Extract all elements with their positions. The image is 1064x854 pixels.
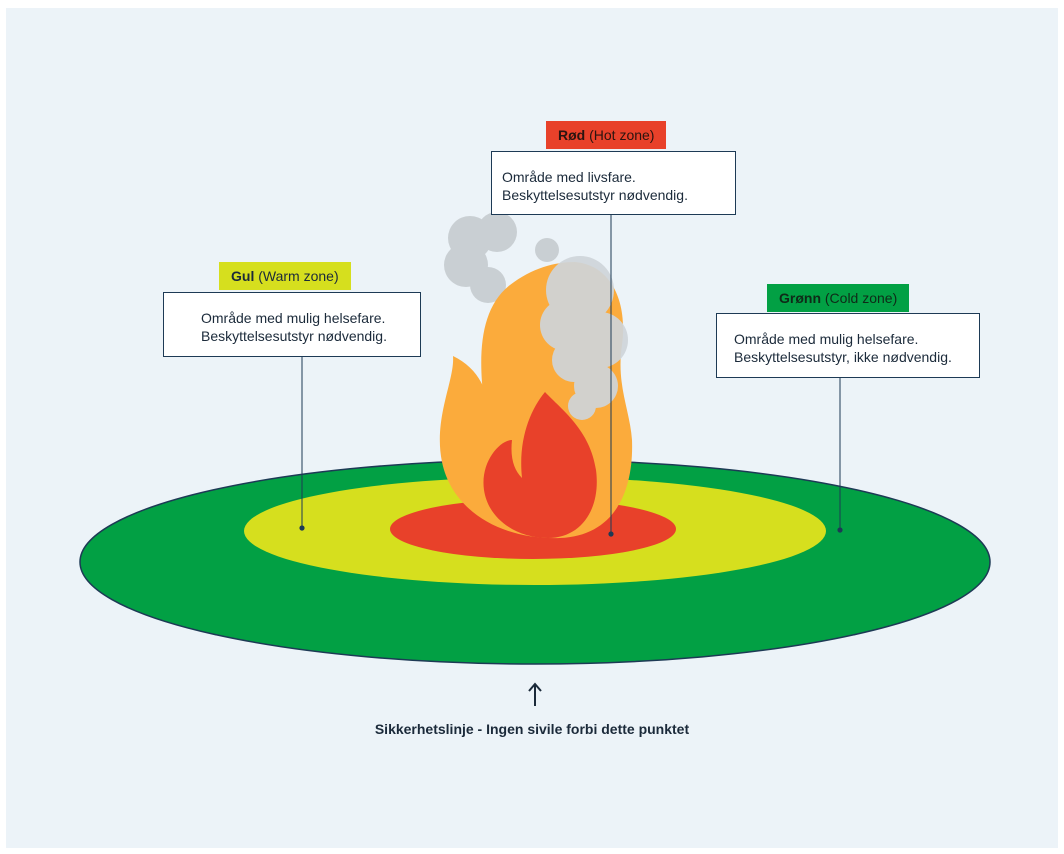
warm-zone-tag: Gul (Warm zone): [219, 262, 351, 290]
cold-zone-tag: Grønn (Cold zone): [767, 284, 910, 312]
cold-zone-english: (Cold zone): [824, 290, 898, 306]
warm-zone-line-1: Område med mulig helsefare.: [201, 310, 386, 326]
warm-zone-english: (Warm zone): [258, 268, 339, 284]
hot-zone-name: Rød: [558, 127, 586, 143]
cold-zone-line-2: Beskyttelsesutstyr, ikke nødvendig.: [734, 349, 952, 365]
warm-zone-name: Gul: [231, 268, 255, 284]
flame-inner-icon: [483, 392, 597, 538]
arrow-up-icon: [528, 682, 542, 706]
warm-zone-line-2: Beskyttelsesutstyr nødvendig.: [201, 328, 387, 344]
hot-zone-line-2: Beskyttelsesutstyr nødvendig.: [502, 187, 688, 203]
hot-zone-line-1: Område med livsfare.: [502, 169, 636, 185]
cold-zone-name: Grønn: [779, 290, 821, 306]
safety-line-caption: Sikkerhetslinje - Ingen sivile forbi det…: [374, 721, 690, 737]
hot-zone-tag: Rød (Hot zone): [546, 121, 667, 149]
red-connector-dot: [608, 531, 614, 537]
yellow-connector-dot: [299, 525, 305, 531]
smoke-back-icon: [444, 212, 559, 303]
hot-zone-description: Område med livsfare. Beskyttelsesutstyr …: [491, 151, 736, 215]
cold-zone-line-1: Område med mulig helsefare.: [734, 331, 919, 347]
hot-zone-english: (Hot zone): [589, 127, 655, 143]
green-connector-dot: [837, 527, 843, 533]
warm-zone-description: Område med mulig helsefare. Beskyttelses…: [163, 292, 421, 357]
smoke-front-icon: [540, 256, 628, 420]
cold-zone-description: Område med mulig helsefare. Beskyttelses…: [716, 313, 980, 378]
